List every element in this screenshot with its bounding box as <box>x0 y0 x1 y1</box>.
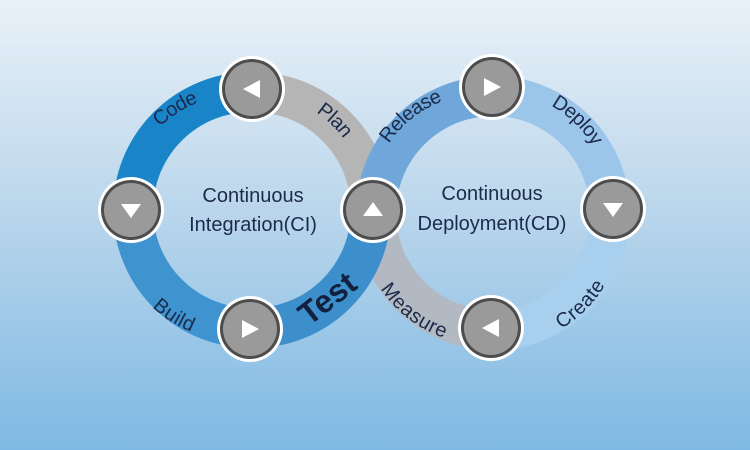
node-top-left[interactable] <box>219 56 285 122</box>
cd-title-line2: Deployment(CD) <box>418 213 567 235</box>
node-top-right[interactable] <box>459 54 525 120</box>
ci-title-line2: Integration(CI) <box>189 214 317 236</box>
node-left[interactable] <box>98 177 164 243</box>
arrow-down-icon <box>603 203 623 217</box>
node-right[interactable] <box>580 176 646 242</box>
ci-title-line1: Continuous <box>202 185 303 207</box>
cd-title-line1: Continuous <box>441 183 542 205</box>
arrow-up-icon <box>363 202 383 216</box>
node-center[interactable] <box>340 177 406 243</box>
node-bottom-right[interactable] <box>458 295 524 361</box>
arrow-right-icon <box>484 78 501 96</box>
node-bottom-left[interactable] <box>217 296 283 362</box>
arrow-left-icon <box>243 80 260 98</box>
arrow-down-icon <box>121 204 141 218</box>
arrow-right-icon <box>242 320 259 338</box>
arrow-left-icon <box>482 319 499 337</box>
